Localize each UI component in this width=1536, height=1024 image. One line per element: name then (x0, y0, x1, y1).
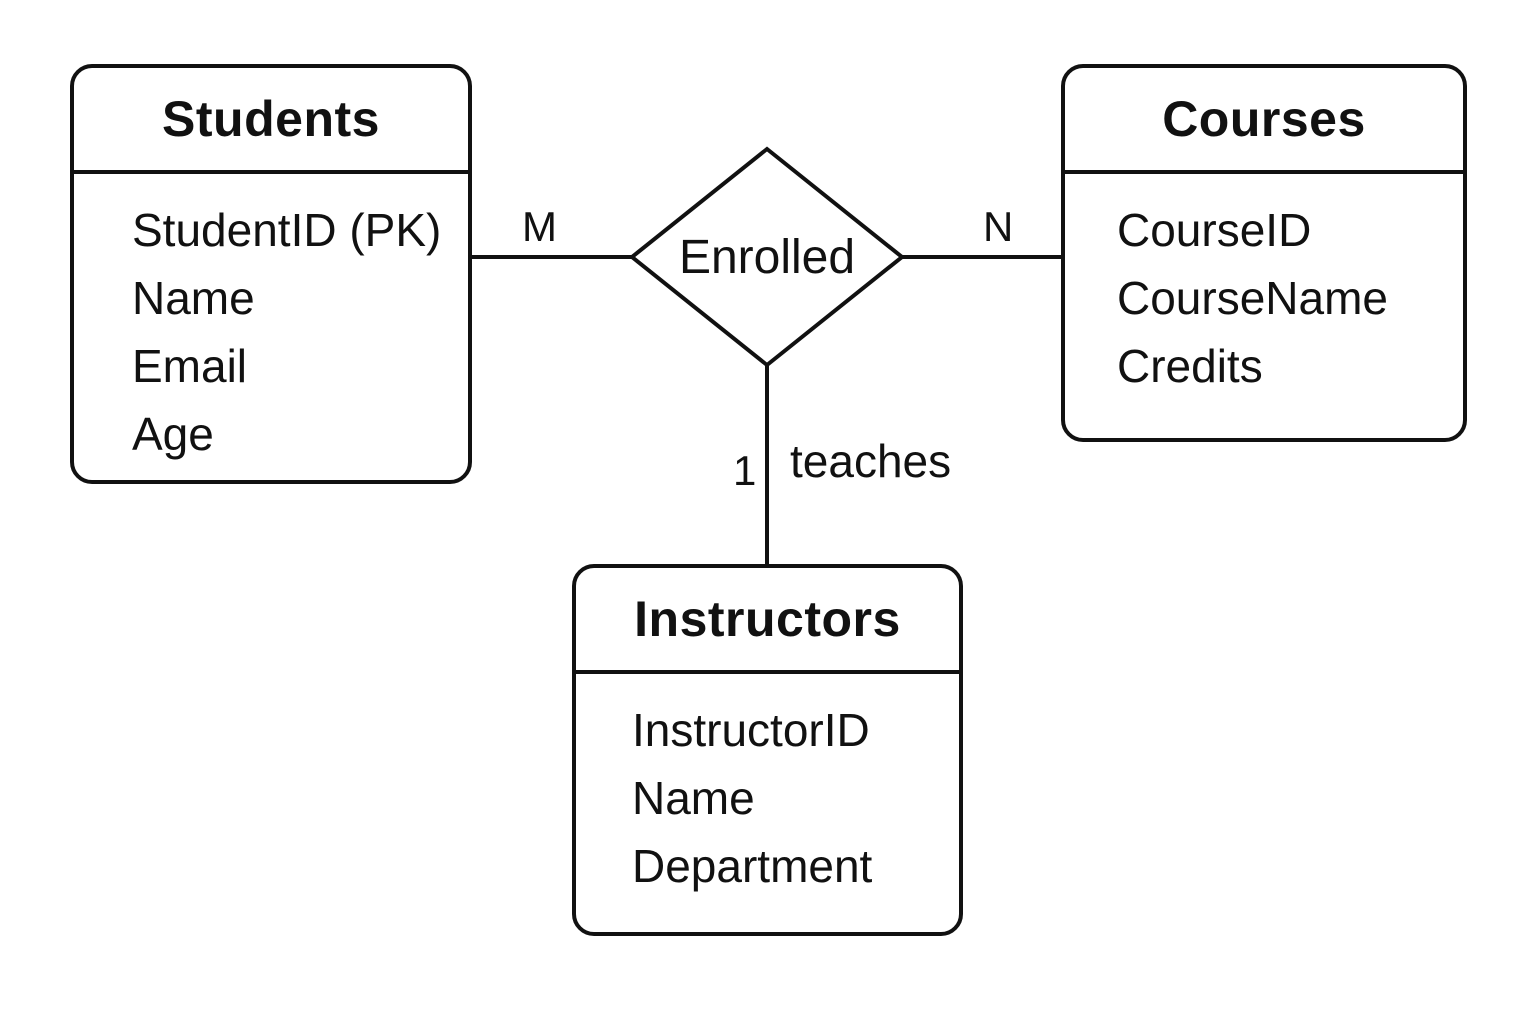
cardinality-students: M (522, 203, 557, 250)
cardinality-courses: N (983, 203, 1014, 250)
attribute: Email (132, 340, 248, 392)
entity-title: Courses (1065, 68, 1463, 174)
edge-label-teaches: teaches (790, 435, 952, 487)
attribute: CourseName (1117, 272, 1388, 324)
attribute: StudentID (PK) (132, 204, 442, 256)
attribute: InstructorID (632, 704, 870, 756)
attribute-list: StudentID (PK) Name Email Age (74, 174, 468, 468)
attribute: CourseID (1117, 204, 1312, 256)
attribute: Name (132, 272, 255, 324)
cardinality-instructors: 1 (733, 447, 757, 494)
relationship-diamond (628, 146, 906, 368)
attribute-list: CourseID CourseName Credits (1065, 174, 1463, 400)
attribute-list: InstructorID Name Department (576, 674, 959, 900)
relationship-label: Enrolled (678, 231, 856, 284)
attribute: Department (632, 840, 873, 892)
entity-title: Students (74, 68, 468, 174)
attribute: Name (632, 772, 755, 824)
entity-students: Students StudentID (PK) Name Email Age (70, 64, 472, 484)
entity-courses: Courses CourseID CourseName Credits (1061, 64, 1467, 442)
attribute: Credits (1117, 340, 1263, 392)
attribute: Age (132, 408, 214, 460)
entity-title: Instructors (576, 568, 959, 674)
entity-instructors: Instructors InstructorID Name Department (572, 564, 963, 936)
